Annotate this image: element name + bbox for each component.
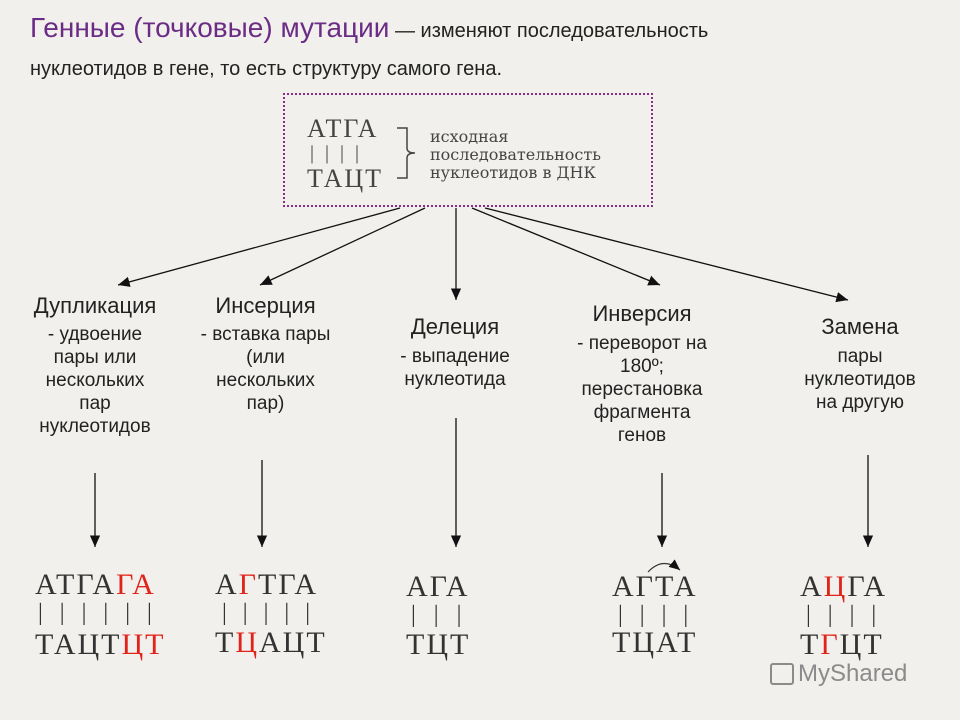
source-bonds: ||||: [310, 142, 371, 164]
category-desc: - переворот на 180º; перестановка фрагме…: [552, 332, 732, 447]
desc-line: нуклеотидов: [39, 416, 151, 437]
insertion-bottom-strand: ТЦАЦТ: [215, 626, 327, 660]
source-note-line: последовательность: [430, 145, 601, 164]
strand-part: ТГА: [258, 568, 319, 601]
strand-inserted-part: ЦТ: [121, 628, 166, 661]
desc-line: генов: [617, 425, 667, 446]
brace-icon: [397, 127, 416, 179]
insertion-top-strand: АГТГА: [215, 568, 318, 602]
source-top-strand: АТГА: [307, 114, 379, 143]
inversion-bonds: ||||: [618, 602, 706, 628]
strand-inserted-part: Г: [238, 568, 259, 601]
desc-line: пар): [246, 393, 285, 414]
desc-line: нуклеотидов: [804, 369, 916, 390]
category-substitution: Замена пары нуклеотидов на другую: [770, 314, 950, 414]
strand-part: ЦТ: [839, 628, 884, 661]
desc-line: нескольких: [45, 370, 145, 391]
substitution-bottom-strand: ТГЦТ: [800, 628, 884, 662]
strand-part: Т: [215, 626, 236, 659]
deletion-bottom-strand: ТЦТ: [406, 628, 471, 661]
watermark: MyShared: [770, 660, 907, 688]
substitution-bonds: ||||: [806, 602, 894, 628]
desc-line: на другую: [816, 392, 904, 413]
category-insertion: Инсерция - вставка пары (или нескольких …: [178, 293, 353, 415]
desc-line: перестановка: [581, 379, 703, 400]
desc-line: - выпадение: [400, 346, 510, 367]
title-rest: — изменяют последовательность: [389, 20, 709, 42]
strand-part: ТАЦТ: [35, 628, 122, 661]
category-desc: - удвоение пары или нескольких пар нукле…: [5, 323, 185, 438]
desc-line: - вставка пары: [200, 324, 331, 345]
desc-line: пары: [837, 346, 883, 367]
desc-line: пар: [79, 393, 111, 414]
category-desc: - вставка пары (или нескольких пар): [178, 323, 353, 415]
desc-line: - переворот на: [577, 333, 707, 354]
category-desc: пары нуклеотидов на другую: [770, 345, 950, 414]
presentation-icon: [770, 663, 794, 685]
strand-part: А: [800, 570, 824, 603]
deletion-top-strand: АГА: [406, 570, 470, 603]
source-sequence-box: [283, 93, 653, 207]
source-note: исходная последовательность нуклеотидов …: [430, 128, 601, 182]
arrow-to-insertion: [259, 207, 426, 286]
desc-line: (или: [246, 347, 285, 368]
source-note-line: нуклеотидов в ДНК: [430, 163, 596, 182]
source-note-line: исходная: [430, 127, 509, 146]
desc-line: фрагмента: [593, 402, 691, 423]
arrow-to-duplication: [117, 207, 401, 287]
desc-line: нескольких: [216, 370, 315, 391]
duplication-bottom-strand: ТАЦТЦТ: [35, 628, 166, 662]
desc-line: пары или: [53, 347, 137, 368]
category-duplication: Дупликация - удвоение пары или нескольки…: [5, 293, 185, 438]
strand-part: ГА: [847, 570, 888, 603]
category-title: Дупликация: [33, 293, 157, 318]
arrow-to-inversion: [471, 207, 661, 286]
source-bottom-strand: ТАЦТ: [307, 164, 384, 193]
title-main: Генные (точковые) мутации: [30, 12, 390, 43]
strand-part: АЦТ: [259, 626, 327, 659]
inversion-bottom-strand: ТЦАТ: [612, 626, 698, 659]
swap-arrow-icon: [647, 559, 681, 573]
duplication-top-strand: АТГАГА: [35, 568, 156, 602]
insertion-bonds: |||||: [222, 600, 327, 626]
category-title: Делеция: [410, 314, 500, 339]
strand-inserted-part: ГА: [116, 568, 156, 601]
watermark-text: MyShared: [798, 660, 908, 687]
substitution-top-strand: АЦГА: [800, 570, 887, 604]
strand-inserted-part: Ц: [235, 626, 259, 659]
strand-part: А: [215, 568, 239, 601]
category-deletion: Делеция - выпадение нуклеотида: [370, 314, 540, 391]
strand-replaced-part: Г: [820, 628, 840, 661]
duplication-bonds: ||||||: [38, 600, 169, 626]
subtitle: нуклеотидов в гене, то есть структуру са…: [30, 58, 503, 80]
category-title: Инверсия: [592, 301, 692, 326]
page-title: Генные (точковые) мутации — изменяют пос…: [30, 12, 708, 44]
desc-line: нуклеотида: [404, 369, 506, 390]
category-inversion: Инверсия - переворот на 180º; перестанов…: [552, 301, 732, 447]
deletion-bonds: |||: [411, 602, 480, 628]
strand-replaced-part: Ц: [823, 570, 848, 603]
category-title: Инсерция: [215, 293, 316, 318]
desc-line: 180º;: [620, 356, 664, 377]
category-title: Замена: [821, 314, 899, 339]
desc-line: - удвоение: [47, 324, 143, 345]
strand-part: АТГА: [35, 568, 117, 601]
category-desc: - выпадение нуклеотида: [370, 345, 540, 391]
strand-part: Т: [800, 628, 821, 661]
inversion-top-strand: АГТА: [612, 570, 698, 603]
arrow-to-substitution: [484, 207, 849, 303]
